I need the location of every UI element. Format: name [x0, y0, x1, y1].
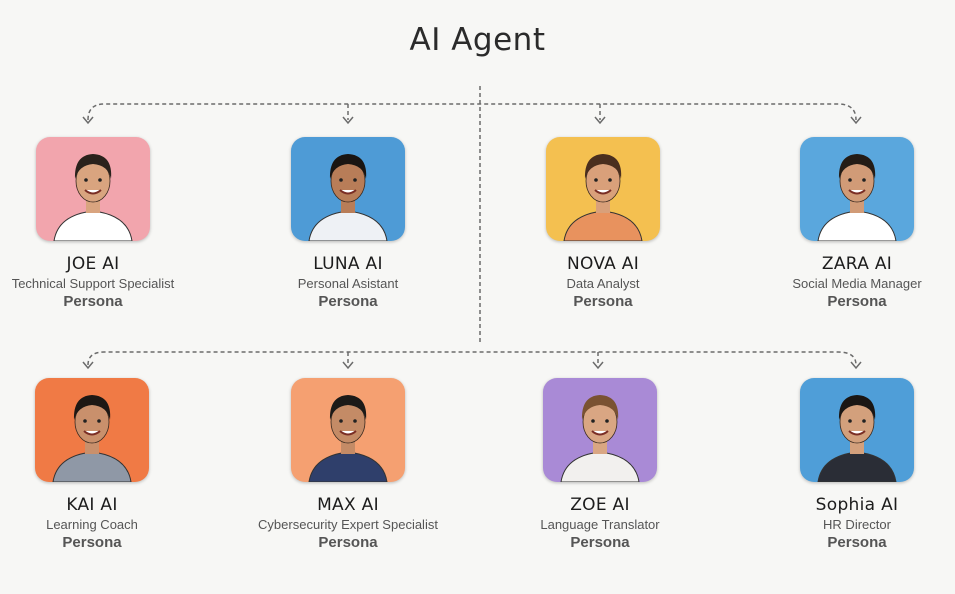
agent-role: Cybersecurity Expert Specialist: [258, 517, 438, 532]
agent-card-zoe[interactable]: ZOE AI Language Translator Persona: [490, 378, 710, 551]
agent-card-kai[interactable]: KAI AI Learning Coach Persona: [0, 378, 202, 551]
avatar: [800, 378, 914, 482]
persona-label: Persona: [827, 534, 887, 551]
agent-name: KAI AI: [66, 495, 118, 515]
avatar: [291, 378, 405, 482]
bottom-branch-line: [87, 351, 857, 366]
agent-card-max[interactable]: MAX AI Cybersecurity Expert Specialist P…: [238, 378, 458, 551]
persona-label: Persona: [573, 293, 633, 310]
arrowhead-icon: [594, 116, 606, 125]
agent-name: ZARA AI: [821, 254, 893, 274]
arrowhead-icon: [342, 361, 354, 370]
top-branch-line: [87, 103, 857, 121]
avatar: [546, 137, 660, 241]
person-illustration: [52, 395, 132, 482]
agent-card-joe[interactable]: JOE AI Technical Support Specialist Pers…: [0, 137, 203, 310]
agent-name: JOE AI: [66, 254, 120, 274]
person-illustration: [53, 154, 133, 241]
person-illustration: [308, 154, 388, 241]
persona-label: Persona: [62, 534, 122, 551]
chart-title: AI Agent: [409, 22, 546, 58]
person-illustration: [563, 154, 643, 241]
arrowhead-icon: [850, 116, 862, 125]
person-illustration: [560, 395, 640, 482]
agent-name: MAX AI: [317, 495, 379, 515]
persona-label: Persona: [318, 293, 378, 310]
persona-label: Persona: [570, 534, 630, 551]
agent-card-sophia[interactable]: Sophia AI HR Director Persona: [747, 378, 955, 551]
agent-role: Learning Coach: [46, 517, 138, 532]
persona-label: Persona: [318, 534, 378, 551]
bottom-drop-lines: [347, 352, 599, 365]
arrowhead-icon: [82, 116, 94, 125]
avatar: [291, 137, 405, 241]
avatar: [36, 137, 150, 241]
arrowhead-icon: [850, 361, 862, 370]
agent-role: Language Translator: [540, 517, 660, 532]
agent-name: NOVA AI: [566, 254, 640, 274]
agent-name: Sophia AI: [815, 495, 899, 515]
avatar: [543, 378, 657, 482]
persona-label: Persona: [827, 293, 887, 310]
agent-role: HR Director: [823, 517, 891, 532]
agent-role: Data Analyst: [566, 276, 640, 291]
avatar: [800, 137, 914, 241]
arrowhead-icon: [592, 361, 604, 370]
top-drop-lines: [347, 104, 601, 120]
arrowhead-icon: [82, 361, 94, 370]
arrowhead-icon: [342, 116, 354, 125]
agent-card-zara[interactable]: ZARA AI Social Media Manager Persona: [747, 137, 955, 310]
agent-name: LUNA AI: [313, 254, 383, 274]
agent-name: ZOE AI: [570, 495, 630, 515]
agent-card-nova[interactable]: NOVA AI Data Analyst Persona: [493, 137, 713, 310]
agent-role: Social Media Manager: [792, 276, 922, 291]
agent-card-luna[interactable]: LUNA AI Personal Asistant Persona: [238, 137, 458, 310]
person-illustration: [817, 154, 897, 241]
avatar: [35, 378, 149, 482]
person-illustration: [308, 395, 388, 482]
person-illustration: [817, 395, 897, 482]
persona-label: Persona: [63, 293, 123, 310]
agent-role: Personal Asistant: [297, 276, 399, 291]
agent-role: Technical Support Specialist: [11, 276, 175, 291]
